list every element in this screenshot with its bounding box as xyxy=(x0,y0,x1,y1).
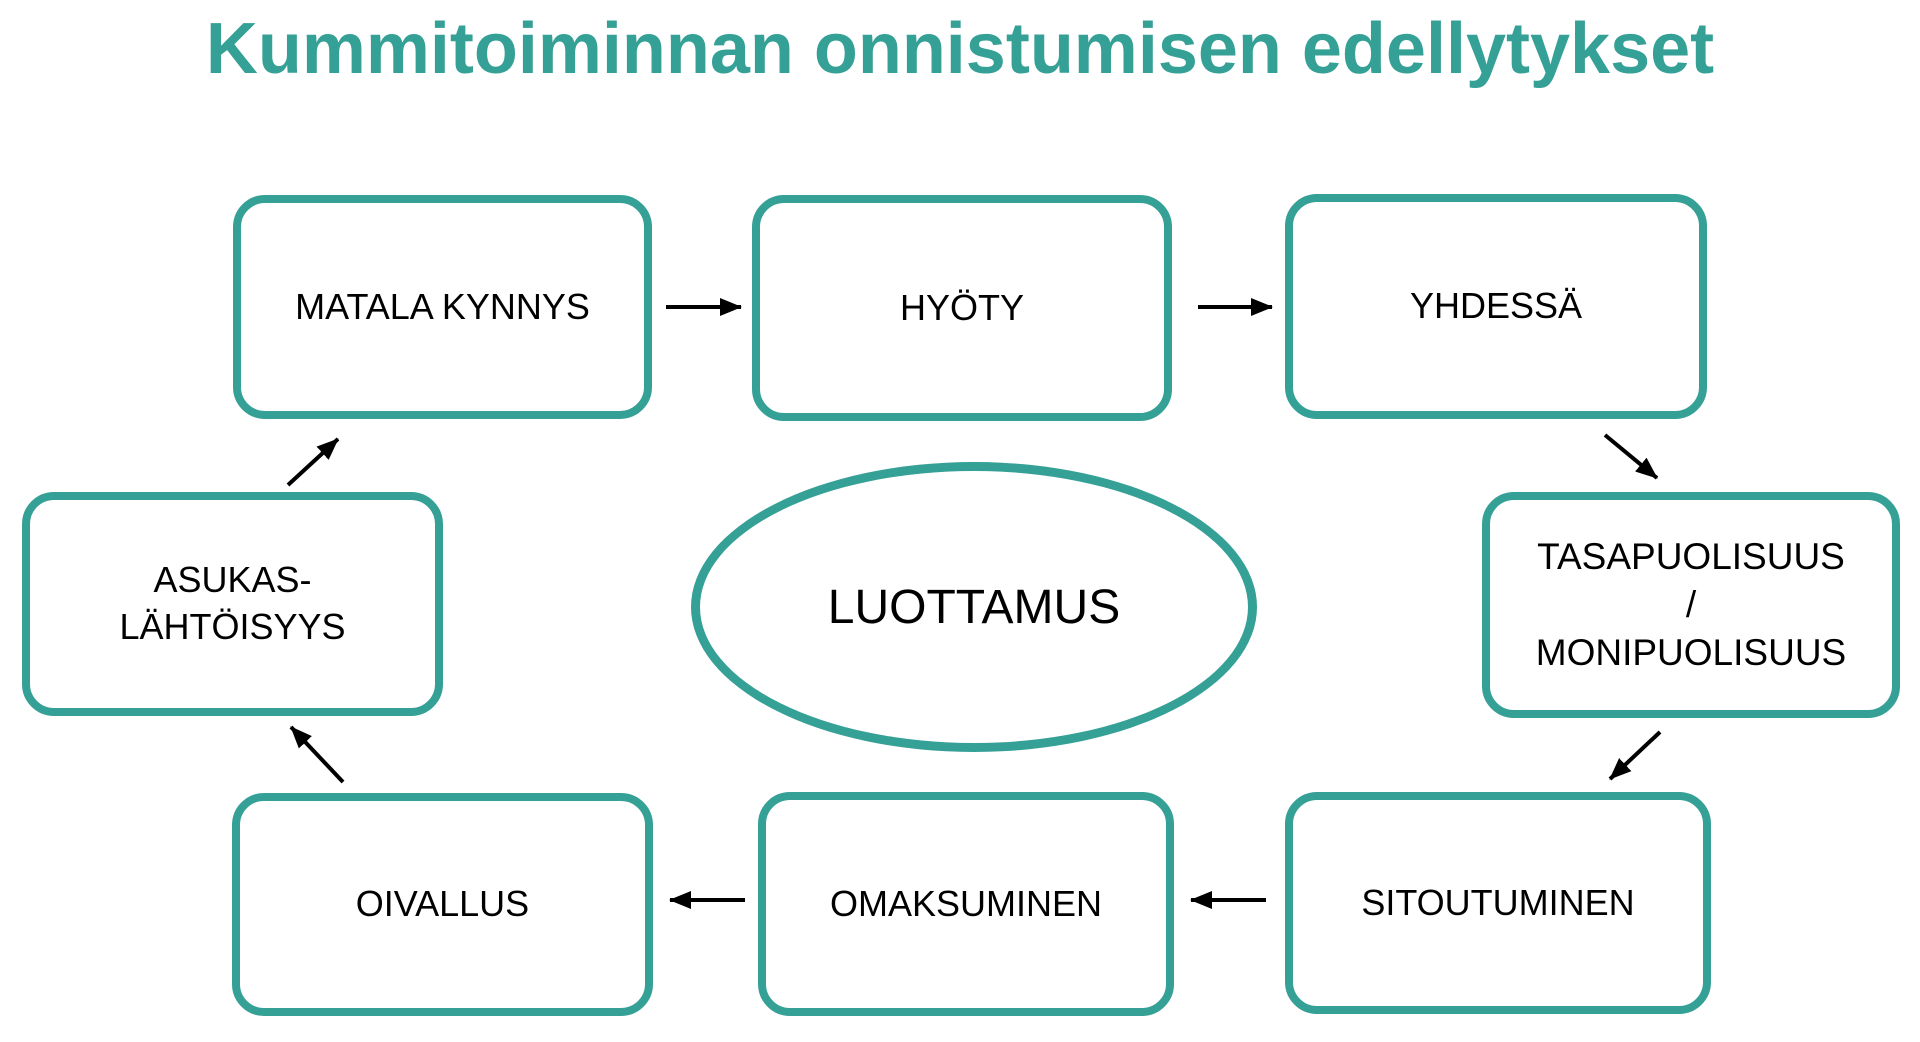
node-omaksuminen: OMAKSUMINEN xyxy=(758,792,1174,1016)
node-tasapuolisuus-monipuolisuus: TASAPUOLISUUS / MONIPUOLISUUS xyxy=(1482,492,1900,718)
node-sitoutuminen: SITOUTUMINEN xyxy=(1285,792,1711,1014)
node-label: YHDESSÄ xyxy=(1409,285,1583,327)
node-label: MATALA KYNNYS xyxy=(295,285,590,327)
node-matala-kynnys: MATALA KYNNYS xyxy=(233,195,652,419)
arrow-oivallus-to-asukaslahtoisyys xyxy=(289,725,345,784)
node-oivallus: OIVALLUS xyxy=(232,793,653,1016)
node-luottamus-ellipse: LUOTTAMUS xyxy=(691,462,1257,752)
node-label: OMAKSUMINEN xyxy=(829,882,1103,924)
node-label: OIVALLUS xyxy=(355,883,530,925)
diagram-title: Kummitoiminnan onnistumisen edellytykset xyxy=(205,9,1715,89)
node-label: TASAPUOLISUUS xyxy=(1537,535,1845,577)
node-label: LÄHTÖISYYS xyxy=(119,606,346,647)
node-label: ASUKAS- xyxy=(153,559,312,601)
arrow-yhdessa-to-tasapuolisuus xyxy=(1603,433,1659,480)
node-asukaslahtoisyys: ASUKAS- LÄHTÖISYYS xyxy=(22,492,443,716)
node-label: LUOTTAMUS xyxy=(827,580,1121,634)
node-label: MONIPUOLISUUS xyxy=(1535,632,1847,674)
arrow-tasapuolisuus-to-sitoutuminen xyxy=(1608,730,1662,781)
arrow-asukaslahtoisyys-to-matala-kynnys xyxy=(286,437,340,487)
node-hyoty: HYÖTY xyxy=(752,195,1172,421)
node-label: HYÖTY xyxy=(899,286,1024,328)
node-yhdessa: YHDESSÄ xyxy=(1285,194,1707,419)
node-label: / xyxy=(1685,583,1697,625)
node-label: SITOUTUMINEN xyxy=(1361,881,1635,923)
